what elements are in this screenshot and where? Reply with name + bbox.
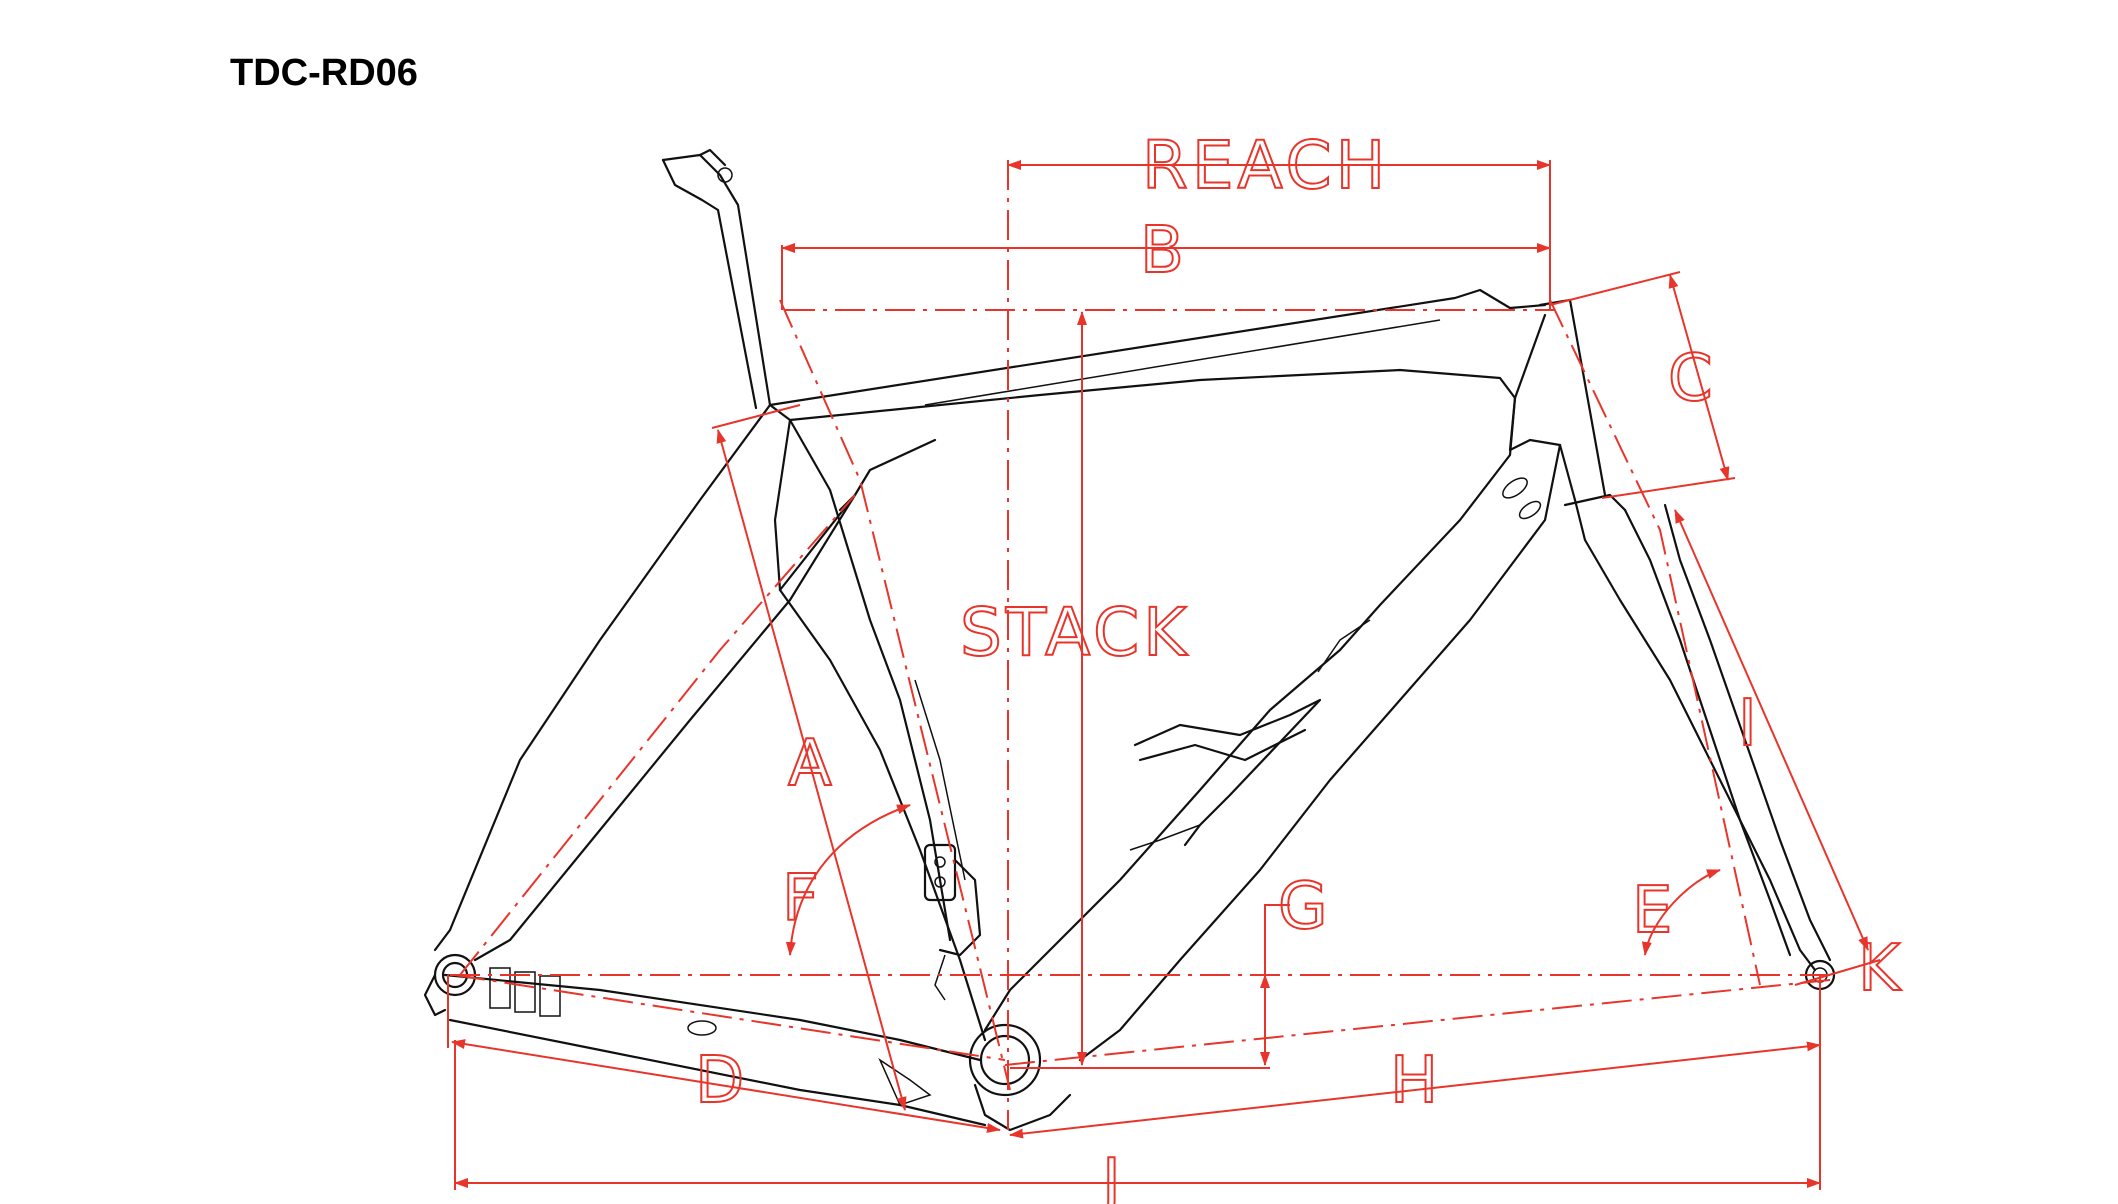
fork [1573, 498, 1836, 991]
label-e: E [1632, 874, 1672, 948]
head-tube [1508, 298, 1627, 512]
k-dimension [1794, 959, 1881, 986]
c-dimension [1668, 274, 1730, 481]
i-dimension [1674, 509, 1869, 951]
bottle-cage [1129, 477, 1542, 851]
cable-port [923, 843, 982, 1001]
label-d: D [695, 1044, 744, 1118]
rear-dropout [423, 953, 561, 1017]
label-j: J [1098, 1146, 1121, 1204]
seat-post [661, 148, 772, 410]
h-dimension [1009, 1041, 1821, 1139]
a-dimension [716, 429, 907, 1111]
dimension-lines [447, 160, 1881, 1190]
dimension-labels: REACH STACK A B C D E F G H I J K [694, 126, 1903, 1204]
drawing-title: TDC-RD06 [230, 52, 418, 94]
bottom-bracket [878, 1023, 1072, 1132]
label-a: A [788, 727, 832, 801]
label-f: F [782, 862, 819, 936]
label-b: B [1140, 214, 1184, 288]
label-stack: STACK [960, 594, 1190, 671]
label-k: K [1858, 932, 1902, 1006]
down-tube [983, 396, 1562, 1062]
label-reach: REACH [1142, 127, 1389, 204]
label-h: H [1390, 1044, 1438, 1118]
f-angle-arc [785, 804, 911, 956]
label-g: G [1278, 870, 1328, 944]
seat-tube [768, 403, 987, 1042]
d-dimension [451, 1039, 1001, 1133]
label-i: I [1738, 687, 1757, 761]
seat-tube-centerline [779, 299, 1011, 1091]
top-tube [768, 288, 1547, 422]
label-c: C [1668, 342, 1713, 416]
